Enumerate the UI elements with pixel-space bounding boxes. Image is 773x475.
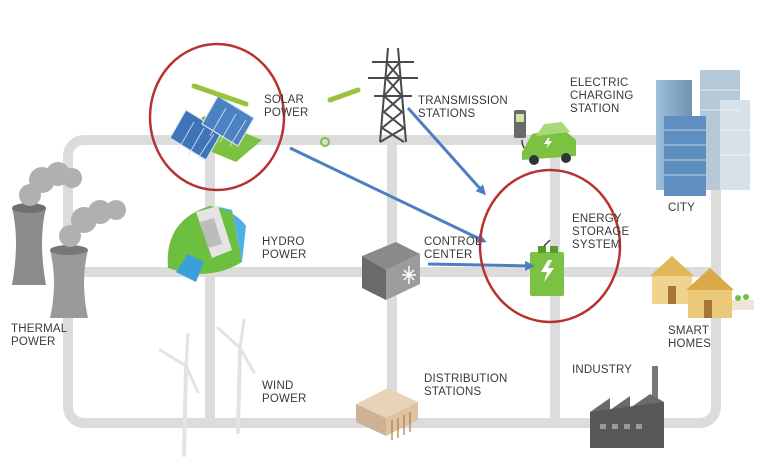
label-line: CONTROL <box>424 236 482 248</box>
arrow-transmission-to-storage <box>406 107 486 196</box>
label-line: STATION <box>570 103 620 115</box>
label-line: SYSTEM <box>572 239 621 251</box>
arrow-control-to-storage <box>427 260 535 271</box>
battery-storage-icon <box>530 239 564 296</box>
label-line: CENTER <box>424 249 473 261</box>
thermal-power-plant-icon <box>12 162 126 318</box>
wind-turbines-icon <box>158 318 256 457</box>
label-line: POWER <box>11 336 56 348</box>
transmission-tower-icon <box>368 47 418 143</box>
label-line: HOMES <box>668 338 712 350</box>
label-hydro-power: HYDRO POWER <box>262 236 306 262</box>
highlight-circle-solar <box>148 42 286 192</box>
label-line: CITY <box>668 202 695 214</box>
label-line: ELECTRIC <box>570 77 629 89</box>
hydro-dam-icon <box>167 206 246 282</box>
label-line: TRANSMISSION <box>418 95 508 107</box>
electric-charging-station-icon <box>514 110 576 165</box>
highlight-circles <box>148 42 622 324</box>
label-line: WIND <box>262 380 294 392</box>
city-buildings-icon <box>656 70 750 196</box>
label-thermal-power: THERMAL POWER <box>11 323 67 349</box>
label-wind-power: WIND POWER <box>262 380 306 406</box>
label-electric-charging-station: ELECTRIC CHARGING STATION <box>570 77 634 116</box>
label-line: SOLAR <box>264 94 304 106</box>
distribution-station-icon <box>356 388 418 440</box>
label-line: POWER <box>262 393 307 405</box>
arrow-solar-to-storage <box>289 146 487 243</box>
label-control-center: CONTROL CENTER <box>424 236 482 262</box>
label-line: ENERGY <box>572 213 622 225</box>
label-solar-power: SOLAR POWER <box>264 94 308 120</box>
label-smart-homes: SMART HOMES <box>668 325 711 351</box>
label-energy-storage-system: ENERGY STORAGE SYSTEM <box>572 213 629 252</box>
label-line: STORAGE <box>572 226 630 238</box>
label-line: HYDRO <box>262 236 305 248</box>
label-line: SMART <box>668 325 710 337</box>
label-line: POWER <box>262 249 307 261</box>
label-transmission-stations: TRANSMISSION STATIONS <box>418 95 508 121</box>
smart-homes-icon <box>650 256 754 318</box>
label-line: STATIONS <box>418 108 476 120</box>
solar-panels-icon <box>169 83 262 162</box>
label-line: INDUSTRY <box>572 364 633 376</box>
energy-flow-arrows <box>289 107 535 271</box>
label-line: STATIONS <box>424 386 482 398</box>
control-center-icon <box>362 242 420 300</box>
power-line-segment <box>327 87 361 103</box>
label-line: CHARGING <box>570 90 634 102</box>
label-city: CITY <box>668 202 695 215</box>
label-line: DISTRIBUTION <box>424 373 508 385</box>
label-industry: INDUSTRY <box>572 364 632 377</box>
label-line: POWER <box>264 107 309 119</box>
label-distribution-stations: DISTRIBUTION STATIONS <box>424 373 508 399</box>
grid-node-marker <box>320 137 330 147</box>
label-line: THERMAL <box>11 323 68 335</box>
industry-factory-icon <box>590 366 664 448</box>
highlight-circle-storage <box>478 168 622 324</box>
